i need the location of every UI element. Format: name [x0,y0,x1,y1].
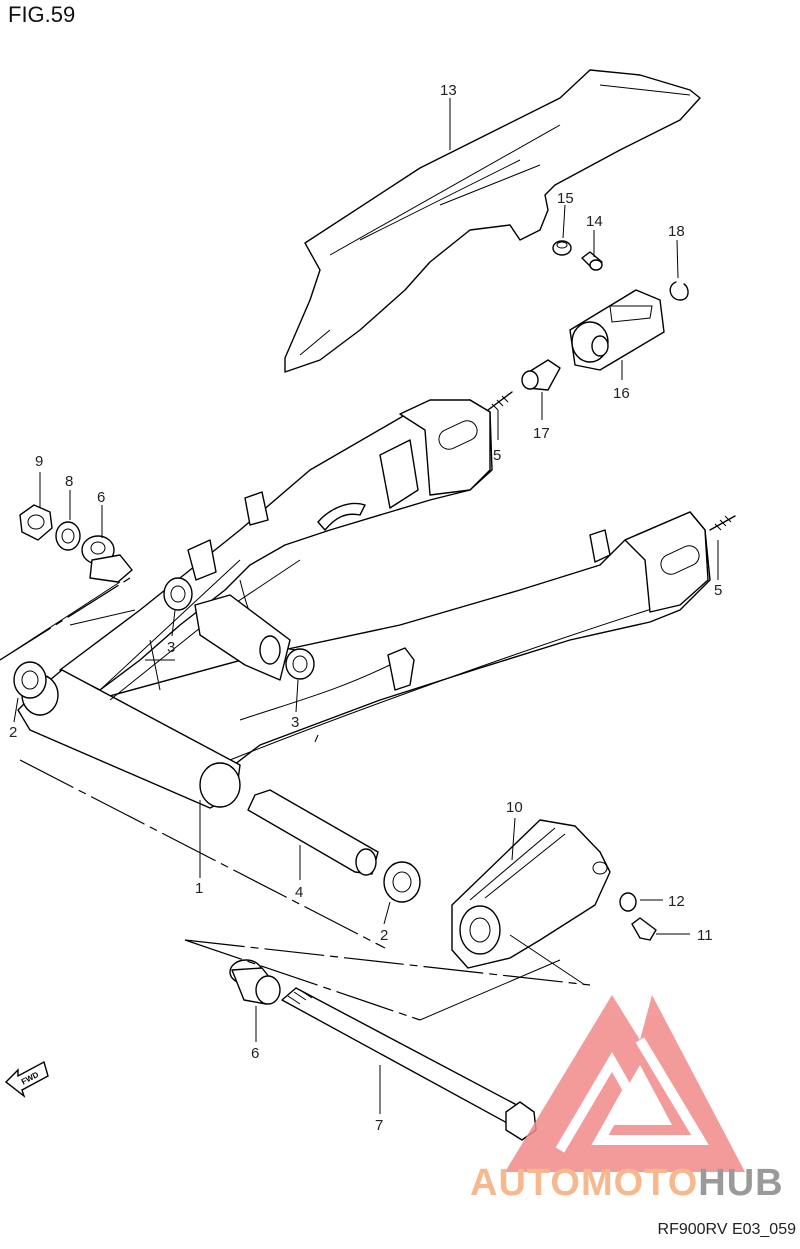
swingarm-part-1 [17,399,711,809]
bolt-part-5-upper [487,391,513,411]
bolt-part-5-lower [709,515,736,531]
figure-code: RF900RV E03_059 [657,1221,796,1238]
chain-guard-part-13 [284,69,701,373]
assembly-lines [0,577,591,1021]
callout-5-upper: 5 [493,447,501,464]
fwd-arrow-icon: FWD [4,1060,49,1098]
bearing-part-3-right [285,648,315,680]
nut-part-9 [19,504,53,541]
callout-6-lower: 6 [251,1045,259,1062]
automotohub-logo-icon [505,995,745,1172]
callout-2-lower: 2 [380,927,388,944]
watermark-part-1: AUTOMOTO [470,1162,699,1204]
callout-7: 7 [375,1117,383,1134]
bearing-part-3-left [163,577,193,611]
callout-3-right: 3 [291,714,299,731]
callout-2-left: 2 [9,724,17,741]
pivot-shaft-part-7 [281,987,537,1141]
chain-case-part-10 [451,819,611,969]
washer-part-8 [55,521,81,551]
callout-9: 9 [35,453,43,470]
spacer-tube-part-4 [247,789,379,876]
callout-13: 13 [440,82,457,99]
spacer-part-6-upper [81,535,133,583]
callout-8: 8 [65,473,73,490]
callout-6-upper: 6 [97,489,105,506]
callout-5-lower: 5 [714,582,722,599]
collar-part-15 [552,240,572,256]
watermark-text: AUTOMOTOHUB [470,1162,795,1206]
watermark-part-2: HUB [698,1162,784,1204]
callout-3-left: 3 [167,639,175,656]
chain-adjuster-part-16 [569,289,665,371]
callout-16: 16 [613,385,630,402]
leader-lines [13,98,719,1114]
bearing-part-2-left [13,661,47,699]
callout-12: 12 [668,893,685,910]
bolt-part-11 [631,917,657,941]
bearing-part-2-lower [383,861,421,903]
callout-17: 17 [533,425,550,442]
figure-title: FIG.59 [8,2,76,27]
callout-11: 11 [697,927,713,944]
callout-1: 1 [195,880,203,897]
callout-14: 14 [586,213,603,230]
callout-18: 18 [668,223,685,240]
callout-4: 4 [295,884,303,901]
callout-labels: 13 15 14 18 16 17 5 5 9 8 6 3 3 2 1 4 2 … [9,82,722,1134]
bolt-part-14 [581,251,603,271]
adjuster-nut-part-17 [521,359,561,391]
callout-15: 15 [557,190,574,207]
collar-part-12 [619,892,637,912]
spacer-part-6-lower [229,959,281,1005]
clip-part-18 [669,281,689,301]
callout-10: 10 [506,799,523,816]
